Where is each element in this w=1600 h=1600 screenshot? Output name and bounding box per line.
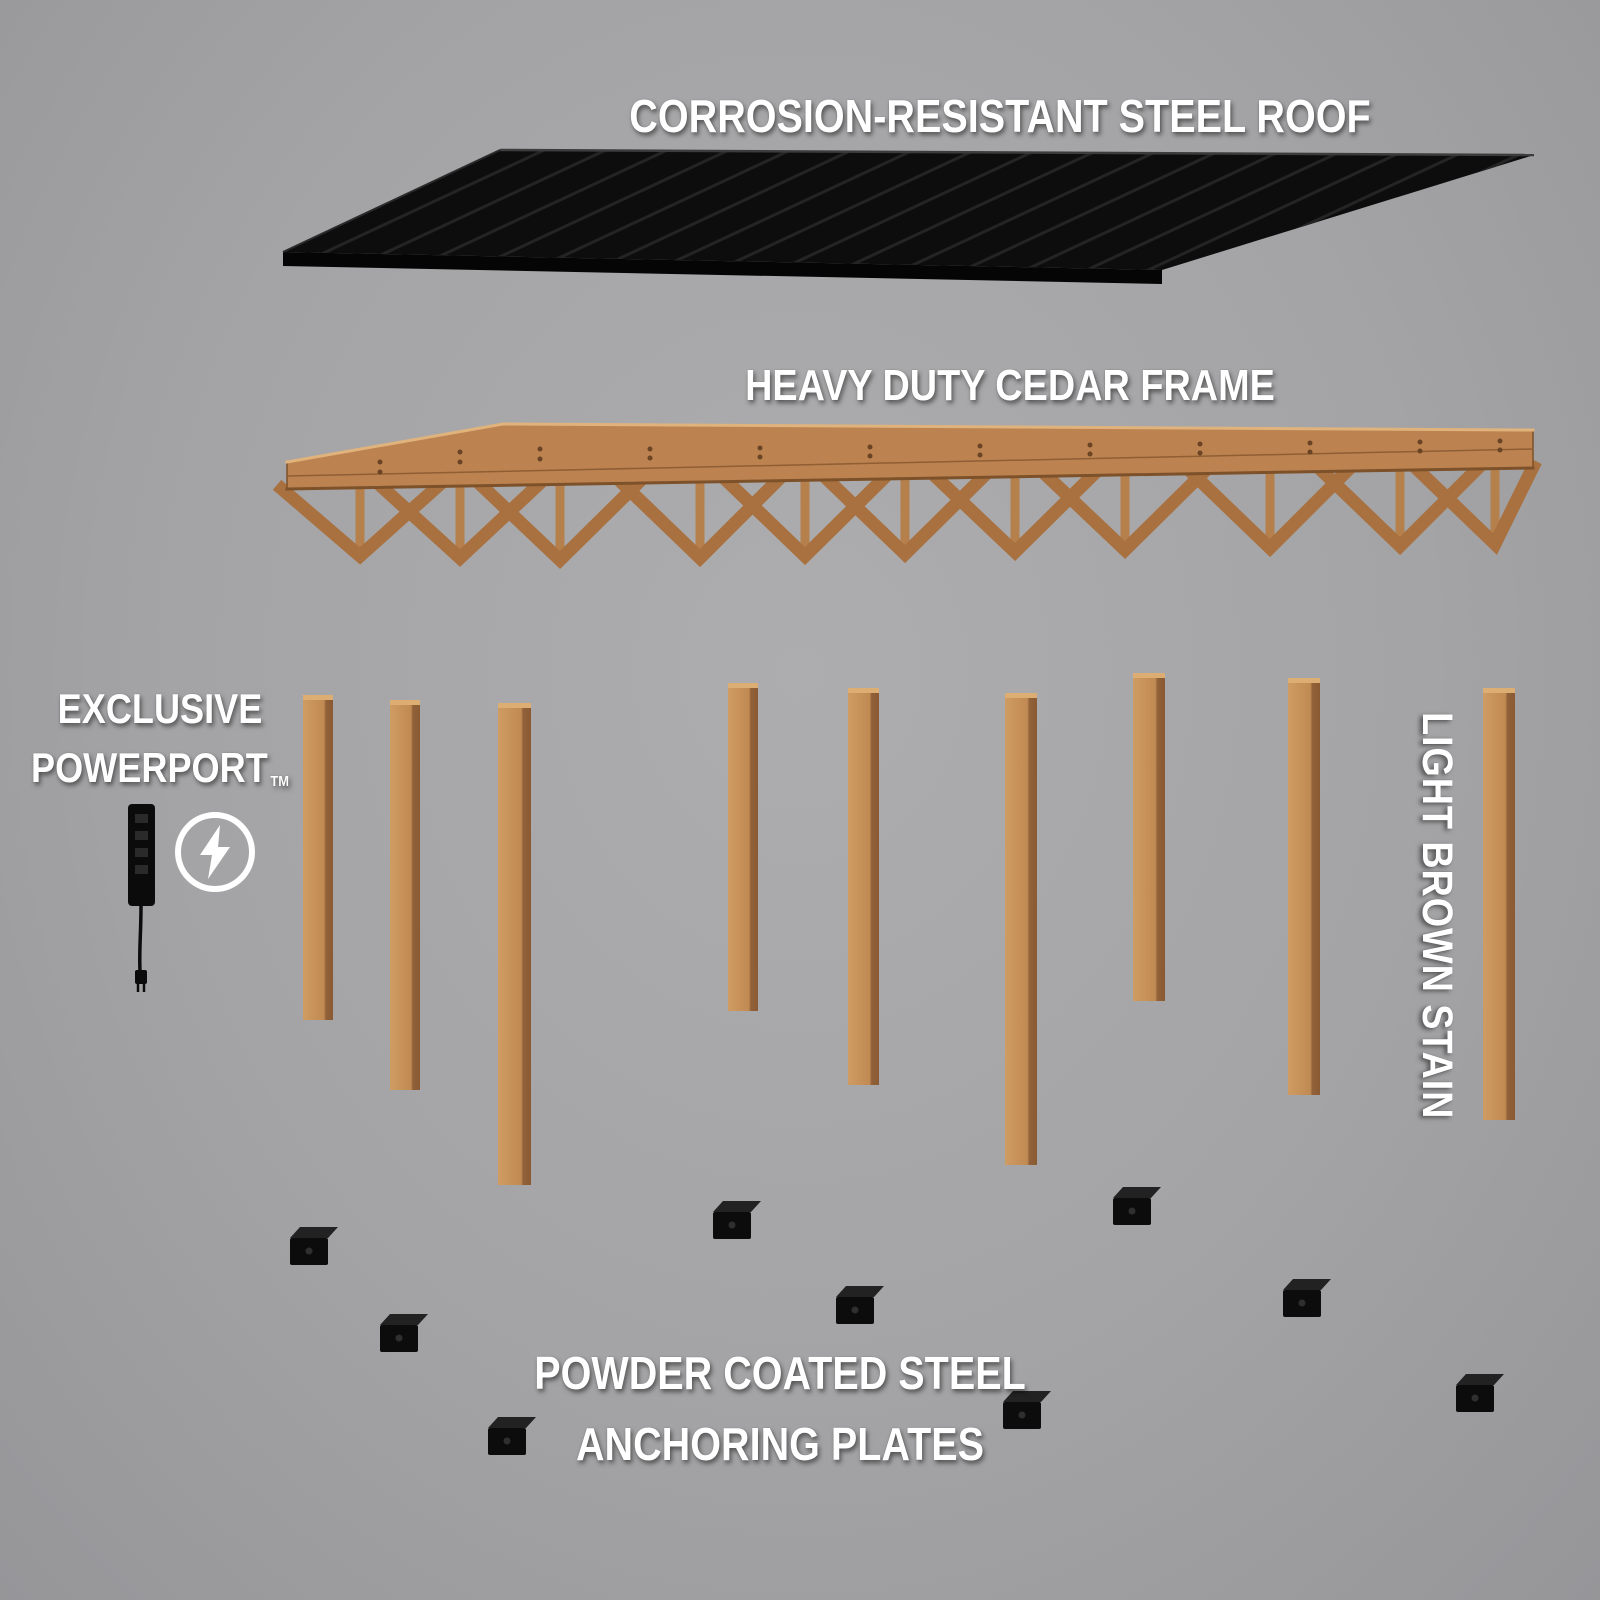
steel-roof-panel (282, 148, 1535, 284)
anchor-plate (1003, 1391, 1051, 1429)
anchor-plate (290, 1227, 338, 1265)
anchor-plate (713, 1201, 761, 1239)
stain-label: LIGHT BROWN STAIN (1413, 712, 1461, 1120)
support-post (848, 688, 879, 1085)
support-post (728, 683, 758, 1011)
frame-title: HEAVY DUTY CEDAR FRAME (745, 361, 1275, 410)
anchor-plate (836, 1286, 884, 1324)
power-strip-icon (128, 804, 155, 992)
support-post (1483, 688, 1515, 1120)
anchor-plate (1113, 1187, 1161, 1225)
trademark-symbol: TM (270, 772, 289, 790)
support-post (498, 703, 531, 1185)
roof-title: CORROSION-RESISTANT STEEL ROOF (629, 90, 1371, 142)
support-post (1288, 678, 1320, 1095)
powerport-line1: EXCLUSIVE (57, 685, 263, 732)
anchor-plate (1283, 1279, 1331, 1317)
anchor-plate (1456, 1374, 1504, 1412)
support-posts (303, 673, 1515, 1185)
anchor-plates (290, 1187, 1504, 1455)
powerport-word: POWERPORT (30, 743, 268, 791)
anchors-title: POWDER COATED STEEL ANCHORING PLATES (393, 1338, 1167, 1481)
roof-front-fascia (283, 252, 1162, 284)
anchor-plate (380, 1314, 428, 1352)
support-post (390, 700, 420, 1090)
anchors-line1: POWDER COATED STEEL (534, 1347, 1026, 1399)
lightning-bolt-circle-icon (175, 812, 255, 892)
anchors-line2: ANCHORING PLATES (575, 1418, 985, 1471)
support-post (1133, 673, 1165, 1001)
support-post (303, 695, 333, 1020)
cedar-frame (272, 422, 1542, 570)
anchor-plate (488, 1417, 536, 1455)
support-post (1005, 693, 1037, 1165)
